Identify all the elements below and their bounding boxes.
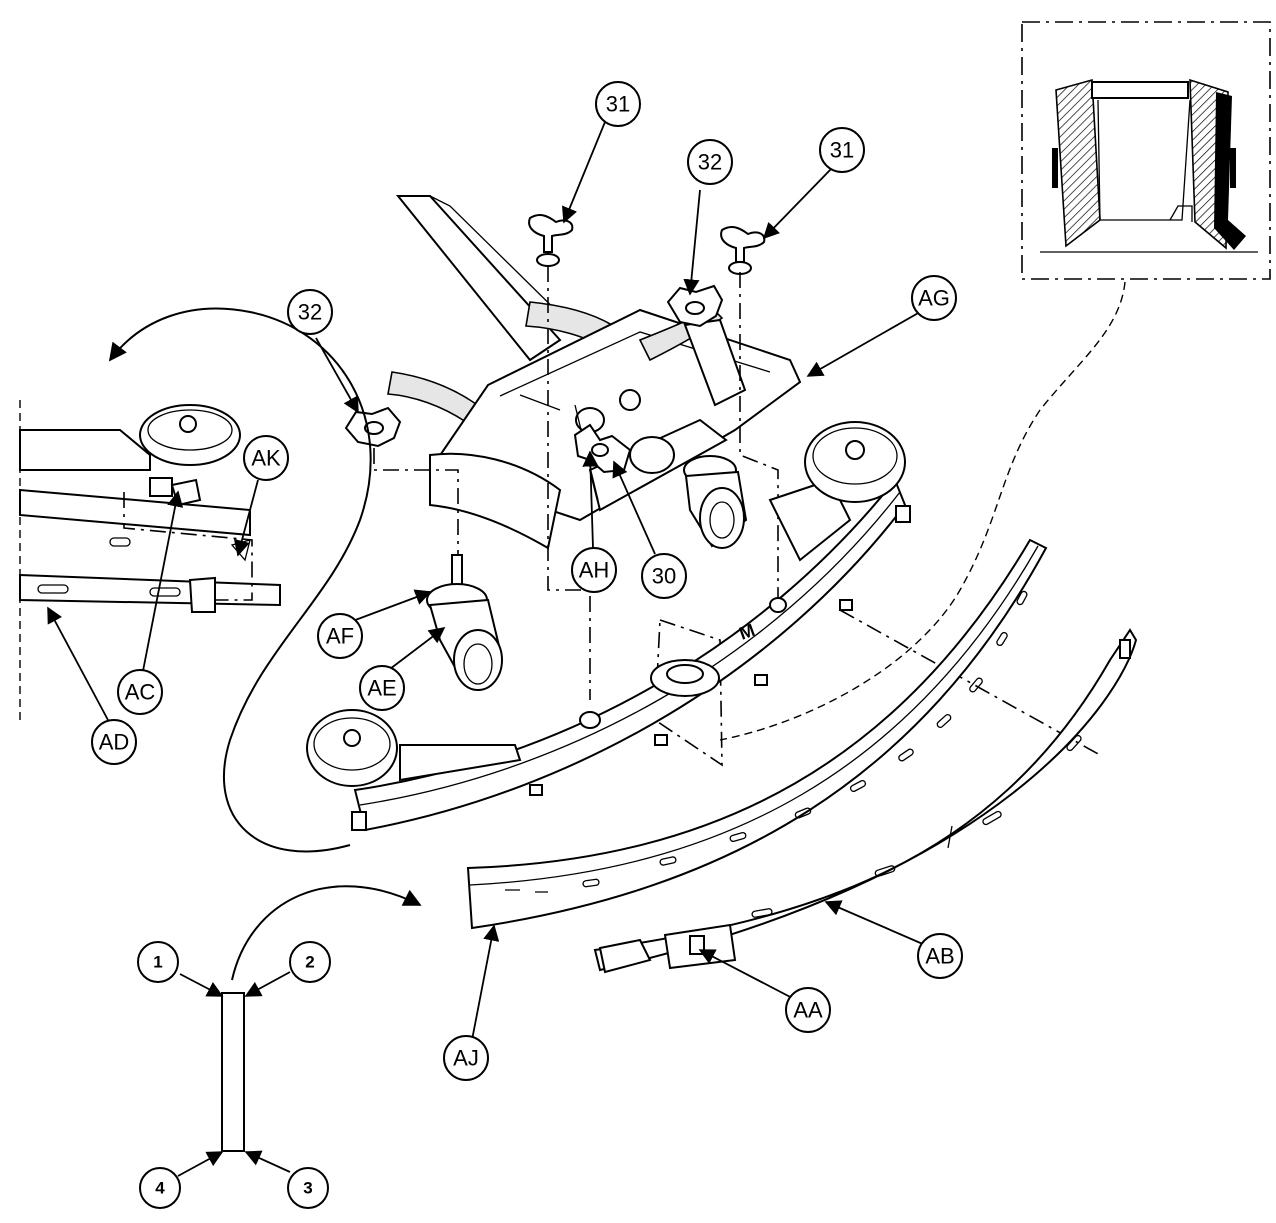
callout-31-right: 31 [819, 127, 865, 173]
section-detail-inset [1021, 21, 1271, 280]
svg-text:AA: AA [793, 998, 823, 1023]
squeegee-frame [387, 195, 802, 550]
callout-2: 2 [289, 941, 331, 983]
callout-ah: AH [571, 547, 617, 593]
svg-text:1: 1 [153, 953, 162, 972]
svg-text:32: 32 [298, 300, 322, 325]
callout-aa: AA [785, 987, 831, 1033]
callout-ac: AC [117, 669, 163, 715]
svg-text:31: 31 [830, 138, 854, 163]
rear-blade-strap [593, 628, 1138, 974]
svg-text:AC: AC [125, 680, 156, 705]
svg-text:31: 31 [606, 92, 630, 117]
callout-32-right: 32 [687, 139, 733, 185]
svg-text:AE: AE [367, 676, 396, 701]
callout-3: 3 [287, 1167, 329, 1209]
detail-curve-arrow [108, 307, 372, 853]
svg-text:AF: AF [326, 624, 354, 649]
callout-31-left: 31 [595, 81, 641, 127]
knob-31-right [720, 226, 766, 275]
blade-edge-strip [221, 992, 245, 1152]
svg-text:AG: AG [918, 286, 950, 311]
squeegee-wheel-left [306, 709, 398, 787]
left-detail-inset [19, 400, 281, 720]
knob-31-left [528, 214, 574, 267]
strip-orientation-arrow [231, 885, 422, 981]
svg-text:3: 3 [303, 1179, 312, 1198]
callout-ad: AD [91, 719, 137, 765]
callout-32-left: 32 [287, 289, 333, 335]
callout-ak: AK [243, 435, 289, 481]
callout-af: AF [317, 613, 363, 659]
nut-32-right [666, 284, 724, 328]
callout-ae: AE [359, 665, 405, 711]
caster-wheel-right [683, 455, 748, 549]
svg-text:4: 4 [155, 1179, 165, 1198]
svg-text:AB: AB [925, 944, 954, 969]
callout-30: 30 [641, 553, 687, 599]
svg-text:2: 2 [305, 953, 314, 972]
caster-wheel-left [426, 554, 503, 691]
nut-32-left [344, 406, 402, 448]
svg-text:AK: AK [251, 446, 281, 471]
leader-arrows [47, 121, 933, 1177]
callout-aj: AJ [443, 1035, 489, 1081]
callout-1: 1 [137, 941, 179, 983]
svg-text:30: 30 [652, 564, 676, 589]
front-blade [466, 538, 1048, 930]
svg-text:AD: AD [99, 730, 130, 755]
inset-leader-dashed [719, 281, 1126, 741]
svg-text:AJ: AJ [453, 1046, 479, 1071]
svg-text:M: M [737, 620, 758, 644]
svg-text:AH: AH [579, 558, 610, 583]
squeegee-body: M [351, 478, 911, 832]
svg-text:32: 32 [698, 150, 722, 175]
callout-ag: AG [911, 275, 957, 321]
squeegee-wheel-right [804, 421, 906, 503]
callout-4: 4 [139, 1167, 181, 1209]
callout-ab: AB [917, 933, 963, 979]
